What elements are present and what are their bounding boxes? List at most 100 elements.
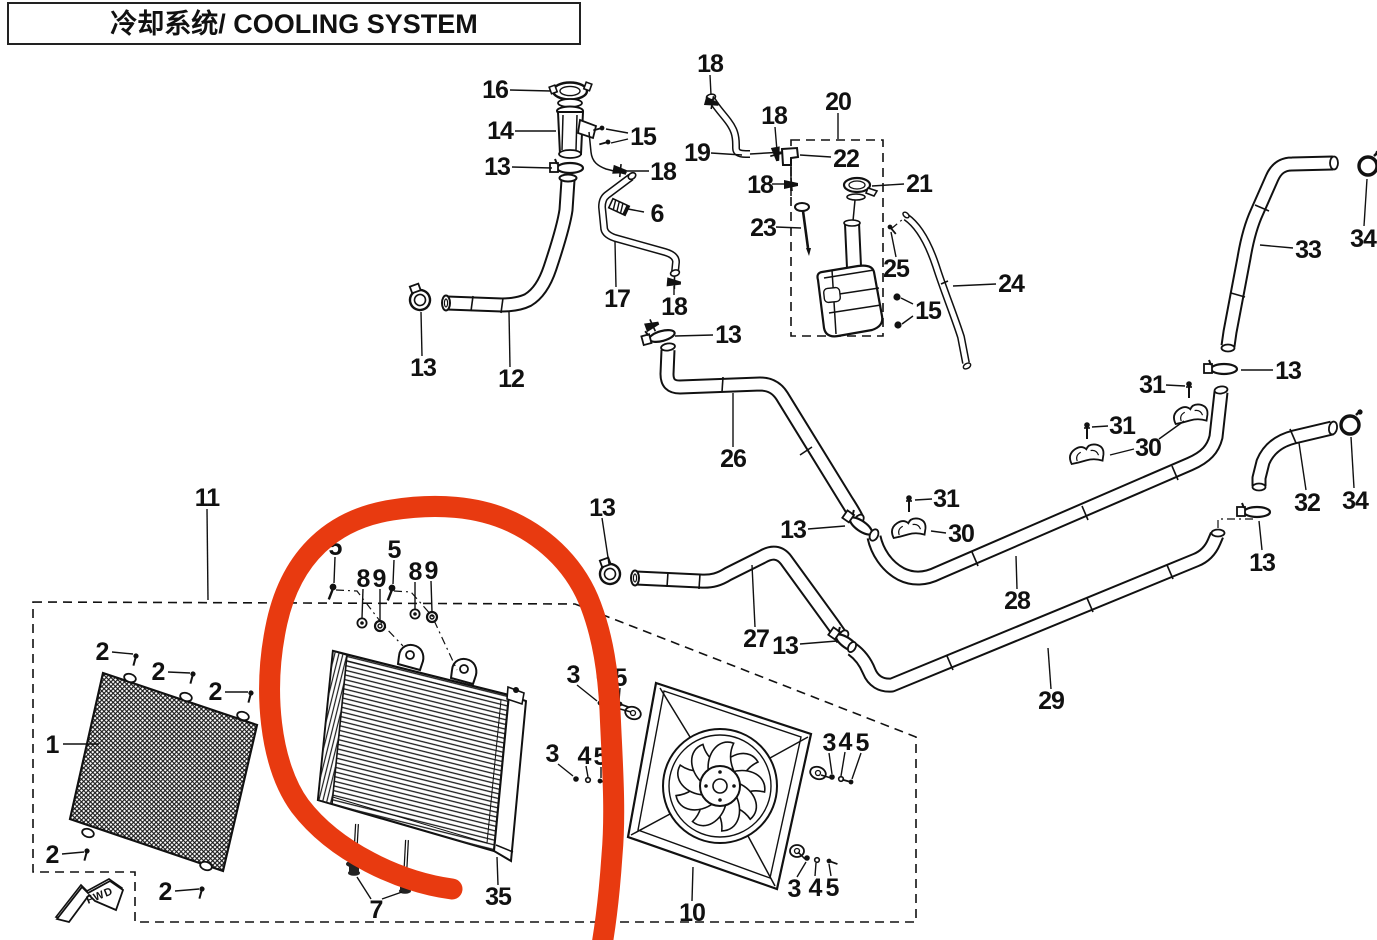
leader-line [392,559,395,585]
washer-8 [409,608,421,620]
hose-27 [593,545,864,656]
part-label-17: 17 [604,285,630,313]
leader-line [627,208,645,213]
leader-line [1259,244,1294,249]
clamp-13 [1235,501,1272,519]
part-label-5: 5 [388,536,402,564]
part-label-19: 19 [684,139,710,167]
tank-neck [843,221,863,270]
leader-line [356,876,372,900]
clamp-13 [403,280,435,315]
fan-assembly-10 [624,681,827,891]
bolt-5 [326,581,339,602]
radiator-screen-1 [68,651,259,901]
part-label-9: 9 [373,565,386,593]
page-title: 冷却系统/ COOLING SYSTEM [110,8,478,39]
hose-29 [847,501,1272,693]
part-label-20: 20 [825,88,851,116]
radiator-cap-16 [551,81,589,101]
leader-line [1158,420,1185,440]
part-label-7: 7 [370,896,383,924]
part-label-34: 34 [1350,225,1377,253]
leader-line [799,154,832,158]
part-label-6: 6 [651,200,664,228]
leader-line [807,525,846,530]
part-label-13: 13 [1249,549,1275,577]
filler-neck-assembly [548,81,627,175]
leader-line [420,311,423,357]
bracket-30 [1067,441,1106,468]
part-label-10: 10 [679,899,705,927]
part-label-4: 4 [809,874,823,902]
leader-line [871,183,905,187]
part-label-5: 5 [826,874,840,902]
leader-line [796,861,807,878]
leader-line [1109,448,1135,456]
hose-33 [1220,148,1377,353]
leader-line [111,651,134,655]
part-label-26: 26 [720,445,746,473]
part-label-24: 24 [998,270,1025,298]
leader-line [674,334,714,337]
leader-line [828,752,833,775]
part-label-15: 15 [915,297,942,325]
part-label-33: 33 [1295,236,1321,264]
part-label-23: 23 [750,214,776,242]
part-label-5: 5 [856,729,870,757]
nut-9 [373,619,387,633]
leader-line [1258,520,1263,551]
red-marker-highlight [259,495,625,940]
hose-32 [1251,407,1365,492]
leader-line [206,508,209,601]
part-label-3: 3 [823,729,836,757]
part-label-2: 2 [152,658,165,686]
leader-line [930,530,947,534]
part-label-3: 3 [567,661,580,689]
fwd-arrow: FWD [54,878,125,924]
leader-line [751,564,756,628]
part-label-3: 3 [546,740,559,768]
screw-31 [905,494,913,513]
part-label-9: 9 [425,557,438,585]
part-label-14: 14 [487,117,514,145]
part-label-13: 13 [780,516,806,544]
fan-mount-ear [809,765,827,781]
part-label-25: 25 [883,255,910,283]
leader-line [1091,425,1109,428]
leader-line [509,89,552,92]
leader-line [1047,647,1052,690]
part-label-11: 11 [195,484,221,512]
overflow-hose-24 [902,211,972,370]
part-label-2: 2 [159,878,172,906]
tank-screw-15 [893,293,901,301]
leader-line [333,556,336,584]
screen-screw-2 [129,651,141,668]
part-label-18: 18 [747,171,774,199]
part-label-35: 35 [485,883,512,911]
leader-line [508,311,511,368]
leader-line [1350,436,1355,489]
leader-line [691,866,694,902]
part-label-22: 22 [833,145,859,173]
clamp-13 [548,157,585,175]
part-label-1: 1 [46,731,60,759]
part-label-4: 4 [578,742,592,770]
leader-line [381,891,403,900]
leader-line [914,498,933,501]
part-label-27: 27 [743,625,769,653]
leader-line [167,671,191,674]
leader-line [430,580,433,613]
spring-clamp-6 [607,197,631,217]
leader-line [1298,442,1307,491]
title-block: 冷却系统/ COOLING SYSTEM [7,2,581,45]
pipe-brackets [889,380,1210,542]
bracket-30 [889,515,928,542]
leader-line [496,856,499,886]
part-label-34: 34 [1342,487,1369,515]
dipstick-23 [794,202,810,212]
leader-line [840,751,846,777]
part-label-18: 18 [650,158,677,186]
